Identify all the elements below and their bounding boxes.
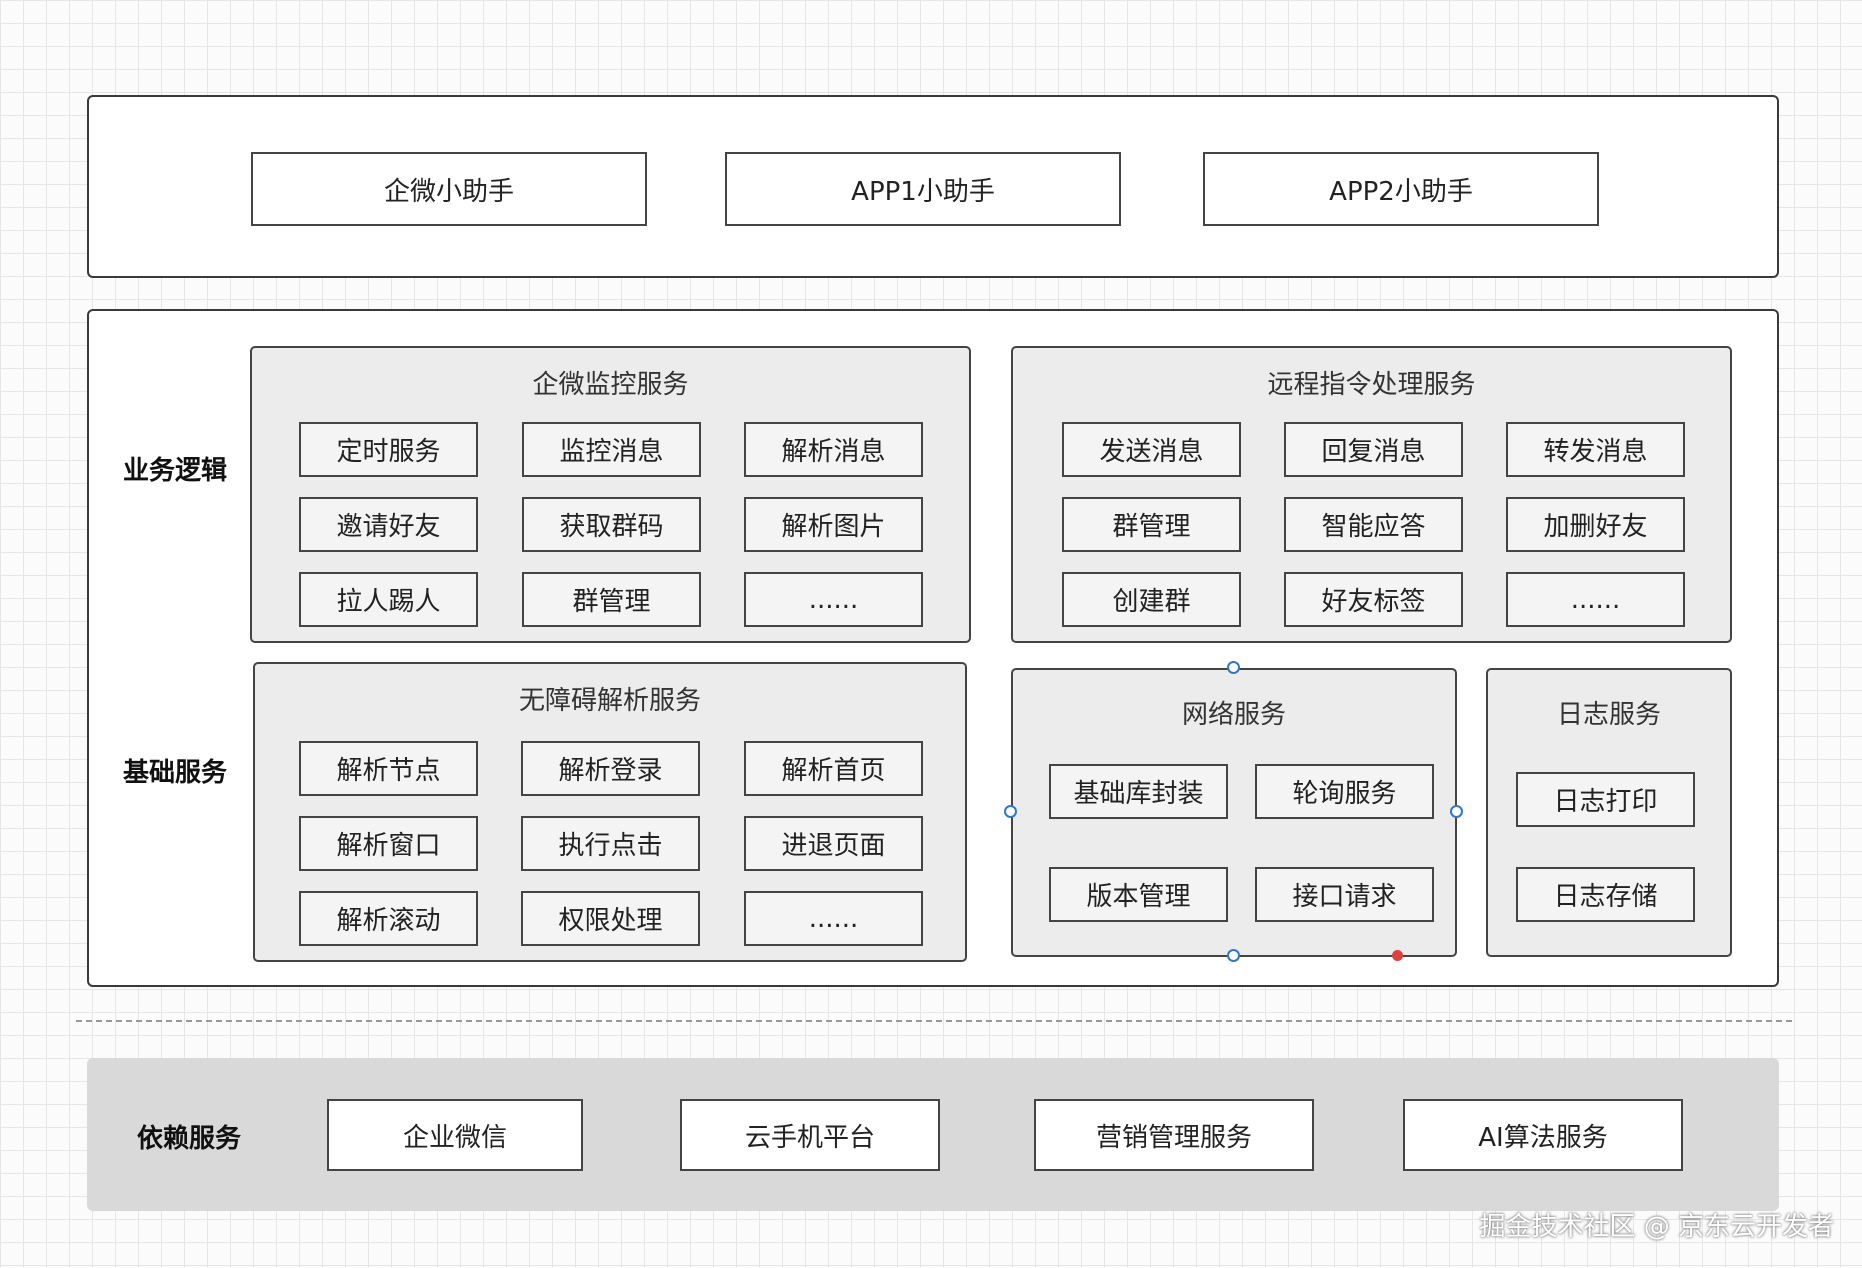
log-item[interactable]: 日志打印 xyxy=(1516,772,1695,827)
monitor-service-title: 企微监控服务 xyxy=(532,370,689,400)
accessibility-item[interactable]: 权限处理 xyxy=(521,891,700,946)
accessibility-service-group: 无障碍解析服务 解析节点 解析登录 解析首页 解析窗口 执行点击 进退页面 解析… xyxy=(253,662,967,962)
accessibility-item[interactable]: 进退页面 xyxy=(744,816,923,871)
layer-label-basic-services: 基础服务 xyxy=(123,758,228,788)
accessibility-item[interactable]: 解析登录 xyxy=(521,741,700,796)
top-box-qiwei-assistant[interactable]: 企微小助手 xyxy=(251,152,647,226)
accessibility-item-more[interactable]: ...... xyxy=(744,891,923,946)
remote-item[interactable]: 转发消息 xyxy=(1506,422,1685,477)
remote-command-service-group: 远程指令处理服务 发送消息 回复消息 转发消息 群管理 智能应答 加删好友 创建… xyxy=(1011,346,1732,643)
top-layer-frame: 企微小助手 APP1小助手 APP2小助手 xyxy=(87,95,1779,278)
monitor-item[interactable]: 邀请好友 xyxy=(299,497,478,552)
network-item[interactable]: 轮询服务 xyxy=(1255,764,1434,819)
network-item[interactable]: 版本管理 xyxy=(1049,867,1228,922)
monitor-item[interactable]: 群管理 xyxy=(522,572,701,627)
log-service-group: 日志服务 日志打印 日志存储 xyxy=(1486,668,1732,957)
top-box-app1-assistant[interactable]: APP1小助手 xyxy=(725,152,1121,226)
monitor-item[interactable]: 解析图片 xyxy=(744,497,923,552)
remote-command-service-title: 远程指令处理服务 xyxy=(1267,370,1476,400)
monitor-item[interactable]: 定时服务 xyxy=(299,422,478,477)
remote-item[interactable]: 加删好友 xyxy=(1506,497,1685,552)
accessibility-item[interactable]: 解析窗口 xyxy=(299,816,478,871)
layer-label-dependency: 依赖服务 xyxy=(137,1124,242,1154)
connection-handle-left[interactable] xyxy=(1004,805,1017,818)
network-service-title: 网络服务 xyxy=(1181,700,1286,730)
remote-item[interactable]: 回复消息 xyxy=(1284,422,1463,477)
network-service-group[interactable]: 网络服务 基础库封装 轮询服务 版本管理 接口请求 xyxy=(1011,668,1457,957)
log-service-title: 日志服务 xyxy=(1556,700,1661,730)
monitor-item[interactable]: 获取群码 xyxy=(522,497,701,552)
remote-item[interactable]: 发送消息 xyxy=(1062,422,1241,477)
dependency-box-cloud-phone[interactable]: 云手机平台 xyxy=(680,1099,940,1171)
remote-item-more[interactable]: ...... xyxy=(1506,572,1685,627)
monitor-item[interactable]: 监控消息 xyxy=(522,422,701,477)
monitor-item-more[interactable]: ...... xyxy=(744,572,923,627)
accessibility-item[interactable]: 解析节点 xyxy=(299,741,478,796)
layer-label-business-logic: 业务逻辑 xyxy=(123,456,228,486)
layer-separator-dashed-line xyxy=(76,1020,1792,1022)
monitor-item[interactable]: 解析消息 xyxy=(744,422,923,477)
remote-item[interactable]: 创建群 xyxy=(1062,572,1241,627)
remote-item[interactable]: 群管理 xyxy=(1062,497,1241,552)
remote-item[interactable]: 好友标签 xyxy=(1284,572,1463,627)
connection-handle-bottom[interactable] xyxy=(1227,949,1240,962)
top-box-app2-assistant[interactable]: APP2小助手 xyxy=(1203,152,1599,226)
remote-item[interactable]: 智能应答 xyxy=(1284,497,1463,552)
connection-handle-top[interactable] xyxy=(1227,661,1240,674)
accessibility-item[interactable]: 解析滚动 xyxy=(299,891,478,946)
dependency-box-marketing[interactable]: 营销管理服务 xyxy=(1034,1099,1314,1171)
log-item[interactable]: 日志存储 xyxy=(1516,867,1695,922)
monitor-service-group: 企微监控服务 定时服务 监控消息 解析消息 邀请好友 获取群码 解析图片 拉人踢… xyxy=(250,346,971,643)
network-item[interactable]: 接口请求 xyxy=(1255,867,1434,922)
accessibility-service-title: 无障碍解析服务 xyxy=(518,686,701,716)
accessibility-item[interactable]: 执行点击 xyxy=(521,816,700,871)
monitor-item[interactable]: 拉人踢人 xyxy=(299,572,478,627)
accessibility-item[interactable]: 解析首页 xyxy=(744,741,923,796)
network-item[interactable]: 基础库封装 xyxy=(1049,764,1228,819)
dependency-box-qiye-weixin[interactable]: 企业微信 xyxy=(327,1099,583,1171)
resize-handle-red[interactable] xyxy=(1392,950,1403,961)
watermark-text: 掘金技术社区 @ 京东云开发者 xyxy=(1479,1212,1834,1242)
dependency-box-ai-algorithm[interactable]: AI算法服务 xyxy=(1403,1099,1683,1171)
connection-handle-right[interactable] xyxy=(1450,805,1463,818)
